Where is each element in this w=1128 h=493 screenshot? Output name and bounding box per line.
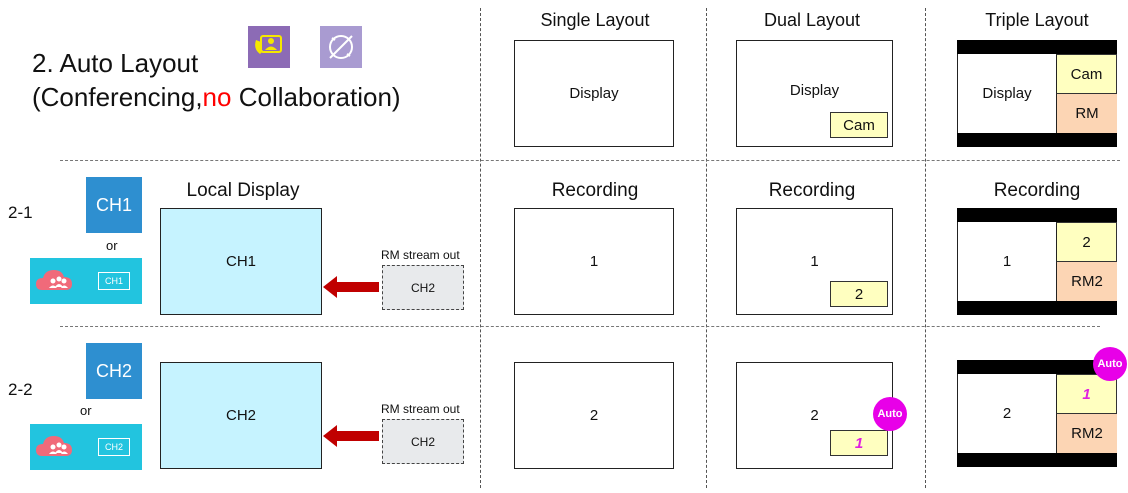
- column-divider-1: [480, 8, 481, 488]
- recording-triple-main: 2: [957, 374, 1056, 453]
- recording-triple-top: 2: [1056, 222, 1117, 262]
- local-display-title: Local Display: [186, 180, 300, 201]
- recording-single-main: 1: [589, 253, 599, 270]
- recording-single-frame: 1: [514, 208, 674, 315]
- triple-layout-cam: Cam: [1056, 54, 1117, 94]
- row-divider-1: [60, 160, 1120, 161]
- local-display-ch2: CH2: [160, 362, 322, 469]
- letterbox-bar-bottom: [957, 133, 1117, 147]
- local-display-ch1: CH1: [160, 208, 322, 315]
- ch2-tile: CH2: [86, 343, 142, 399]
- recording-single-main: 2: [589, 407, 599, 424]
- column-divider-2: [706, 8, 707, 488]
- single-layout-display: Display: [569, 85, 619, 102]
- rm-stream-label: RM stream out: [381, 248, 460, 262]
- auto-badge: Auto: [1093, 347, 1127, 381]
- auto-badge: Auto: [873, 397, 907, 431]
- single-layout-frame: Display: [514, 40, 674, 147]
- ch1-small-label: CH1: [97, 272, 130, 290]
- title-line-1: 2. Auto Layout: [32, 48, 199, 78]
- rm-stream-box: CH2: [382, 265, 464, 310]
- collaboration-off-icon: [320, 26, 362, 68]
- column-header-dual: Dual Layout: [763, 10, 861, 30]
- row-divider-2: [60, 326, 1100, 327]
- ch2-small-tile: CH2: [86, 424, 142, 470]
- dual-layout-display: Display: [789, 82, 840, 99]
- recording-dual-main: 1: [810, 253, 819, 270]
- arrow-left-icon: [323, 425, 379, 452]
- arrow-left-icon: [323, 276, 379, 303]
- or-label: or: [106, 238, 118, 253]
- recording-title-dual: Recording: [768, 180, 856, 201]
- column-divider-3: [925, 8, 926, 488]
- column-header-triple: Triple Layout: [985, 10, 1089, 30]
- triple-layout-frame: Display Cam RM: [957, 40, 1117, 147]
- recording-dual-frame: 2: [736, 362, 893, 469]
- recording-title-triple: Recording: [993, 180, 1081, 201]
- rm-stream-box: CH2: [382, 419, 464, 464]
- recording-triple-frame: 2 1 RM2: [957, 360, 1117, 467]
- triple-layout-display: Display: [957, 54, 1056, 133]
- letterbox-bar-top: [957, 40, 1117, 54]
- row-label-2-2: 2-2: [8, 380, 33, 399]
- recording-single-frame: 2: [514, 362, 674, 469]
- recording-triple-main: 1: [957, 222, 1056, 301]
- ch2-small-label: CH2: [97, 438, 130, 456]
- ch1-small-tile: CH1: [86, 258, 142, 304]
- cloud-meeting-icon: [30, 258, 86, 304]
- conferencing-icon: [248, 26, 290, 68]
- title-line-2: (Conferencing,no Collaboration): [32, 82, 401, 112]
- recording-title-single: Recording: [551, 180, 639, 201]
- cloud-meeting-icon: [30, 424, 86, 470]
- dual-layout-pip: Cam: [830, 112, 888, 138]
- recording-triple-bottom: RM2: [1056, 414, 1117, 453]
- recording-triple-bottom: RM2: [1056, 262, 1117, 301]
- or-label: or: [80, 403, 92, 418]
- recording-dual-pip: 1: [830, 430, 888, 456]
- row-label-2-1: 2-1: [8, 203, 33, 222]
- column-header-single: Single Layout: [540, 10, 650, 30]
- ch1-tile: CH1: [86, 177, 142, 233]
- recording-triple-frame: 1 2 RM2: [957, 208, 1117, 315]
- recording-dual-pip: 2: [830, 281, 888, 307]
- rm-stream-label: RM stream out: [381, 402, 460, 416]
- recording-dual-main: 2: [810, 407, 819, 424]
- triple-layout-rm: RM: [1056, 94, 1117, 133]
